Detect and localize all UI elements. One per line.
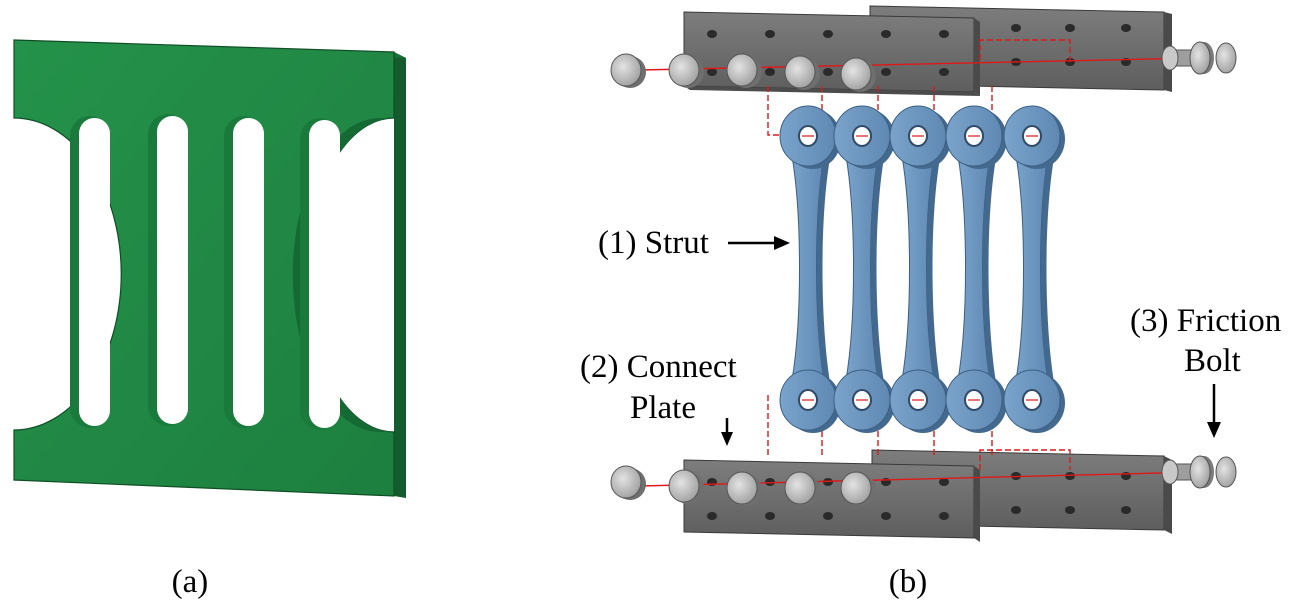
guide-line — [979, 39, 1071, 62]
plate-hole — [881, 512, 891, 520]
plate-hole — [939, 512, 949, 520]
plate-hole — [1065, 506, 1075, 514]
top-connect-plate-front — [683, 11, 980, 96]
strut — [945, 105, 1007, 433]
strut — [779, 105, 841, 433]
strut — [889, 105, 951, 433]
plate-hole — [881, 68, 891, 76]
strut-edge — [1040, 156, 1054, 382]
strut-arrow — [728, 236, 790, 250]
connect-plate-label-line1: (2) Connect — [580, 349, 737, 385]
bolt-head — [726, 471, 762, 506]
slot — [148, 114, 188, 426]
friction-bolt-label-line1: (3) Friction — [1130, 303, 1282, 339]
green-slotted-plate — [13, 39, 406, 498]
plate-hole — [823, 30, 833, 38]
friction-bolt-arrow — [1207, 384, 1221, 438]
bolt-head — [784, 55, 820, 90]
bolt-head — [668, 53, 704, 88]
plate-hole — [939, 30, 949, 38]
bottom-connect-plate-front — [683, 459, 980, 542]
caption-b: (b) — [888, 564, 928, 600]
plate-hole — [1121, 24, 1131, 32]
bolt-group — [610, 41, 1237, 506]
plate-hole — [765, 512, 775, 520]
plate-hole — [1065, 472, 1075, 480]
strut-label: (1) Strut — [598, 225, 709, 261]
friction-bolt — [1161, 41, 1237, 75]
bolt-head — [784, 471, 820, 506]
plate-hole — [939, 68, 949, 76]
caption-a: (a) — [171, 564, 209, 600]
plate-hole — [765, 30, 775, 38]
guide-line — [979, 449, 1071, 470]
plate-hole — [823, 68, 833, 76]
plate-hole — [765, 478, 775, 486]
bolt-head — [668, 469, 704, 504]
plate-hole — [707, 512, 717, 520]
slot — [70, 116, 110, 428]
plate-hole — [765, 68, 775, 76]
connect-plate-label-line2: Plate — [630, 390, 696, 426]
plate-hole — [881, 30, 891, 38]
strut-edge — [926, 156, 940, 382]
strut-group — [779, 105, 1065, 433]
friction-bolt-label-line2: Bolt — [1184, 343, 1241, 379]
bolt-head — [610, 53, 646, 88]
bolt-head — [840, 471, 876, 506]
plate-hole — [939, 478, 949, 486]
strut-edge — [870, 156, 884, 382]
bolt-head — [840, 57, 876, 92]
plate-hole — [1011, 24, 1021, 32]
strut — [1003, 105, 1065, 433]
top-plate-holes — [707, 24, 1131, 76]
strut-edge — [816, 156, 830, 382]
plate-hole — [1121, 506, 1131, 514]
strut-edge — [982, 156, 996, 382]
plate-hole — [823, 512, 833, 520]
slot — [224, 116, 264, 428]
bolt-head — [610, 465, 646, 500]
plate-hole — [1011, 506, 1021, 514]
strut — [833, 105, 895, 433]
plate-hole — [707, 30, 717, 38]
connect-plate-arrow — [721, 418, 733, 446]
friction-bolt — [1161, 455, 1237, 489]
plate-side-face — [394, 52, 406, 498]
slot — [300, 118, 340, 430]
plate-hole — [1065, 24, 1075, 32]
bolt-head — [726, 53, 762, 88]
plate-hole — [707, 68, 717, 76]
